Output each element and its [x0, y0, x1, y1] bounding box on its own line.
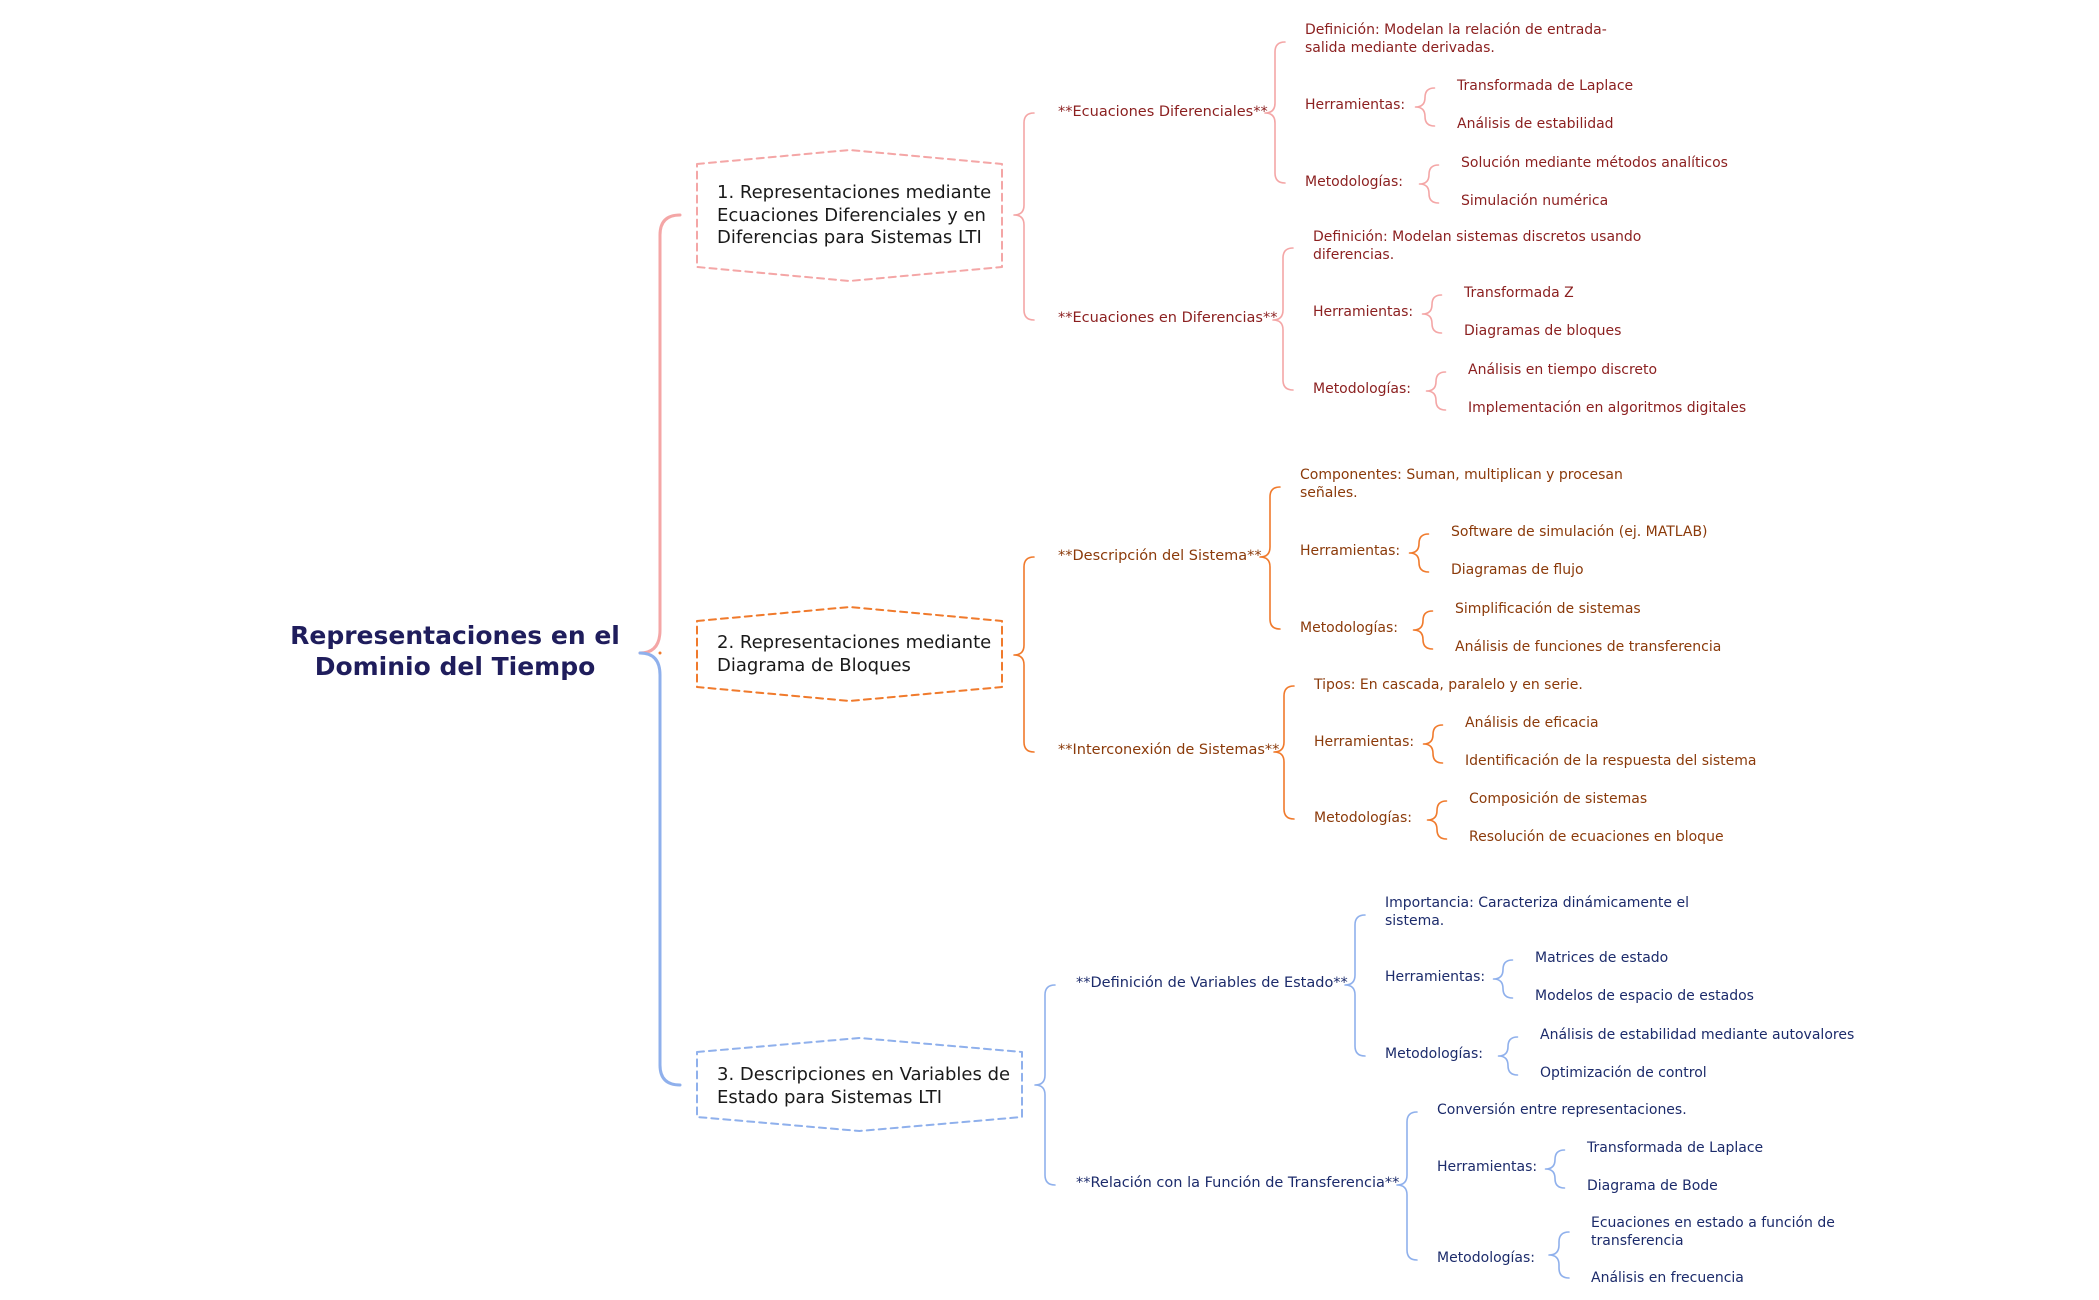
method-item: Análisis de funciones de transferencia [1455, 639, 1722, 655]
tool-item: Análisis de estabilidad [1457, 116, 1614, 132]
tools-label: Herramientas: [1300, 543, 1401, 559]
branch-1-bracket [1013, 112, 1035, 321]
tool-item: Identificación de la respuesta del siste… [1465, 753, 1757, 769]
branch-1-label: 1. Representaciones mediante Ecuaciones … [717, 182, 992, 248]
tool-item: Transformada de Laplace [1457, 78, 1634, 94]
sub-ecuaciones-en-diferencias: **Ecuaciones en Diferencias** [1058, 310, 1278, 326]
sub-bracket [1259, 486, 1281, 630]
tool-item: Modelos de espacio de estados [1535, 988, 1754, 1004]
sub-descripcion-del-sistema: **Descripción del Sistema** [1058, 548, 1262, 564]
branch-3-bracket [1034, 984, 1056, 1186]
methods-label: Metodologías: [1314, 810, 1413, 826]
methods-label: Metodologías: [1385, 1046, 1484, 1062]
branch-3-box [696, 1037, 1023, 1132]
methods-label: Metodologías: [1437, 1250, 1536, 1266]
list-bracket [1497, 1036, 1519, 1076]
definition-text: Tipos: En cascada, paralelo y en serie. [1314, 677, 1583, 693]
root-connector-1 [638, 213, 682, 655]
definition-text: Conversión entre representaciones. [1437, 1102, 1687, 1118]
method-item: Simulación numérica [1461, 193, 1609, 209]
definition-text: Componentes: Suman, multiplican y proces… [1300, 467, 1623, 501]
definition-text: Importancia: Caracteriza dinámicamente e… [1385, 895, 1689, 929]
list-bracket [1421, 294, 1443, 334]
tools-label: Herramientas: [1305, 97, 1406, 113]
methods-label: Metodologías: [1300, 620, 1399, 636]
list-bracket [1492, 959, 1514, 999]
list-bracket [1548, 1231, 1570, 1279]
list-bracket [1414, 87, 1436, 127]
method-item: Optimización de control [1540, 1065, 1707, 1081]
method-item: Implementación en algoritmos digitales [1468, 400, 1747, 416]
tool-item: Matrices de estado [1535, 950, 1669, 966]
sub-bracket [1264, 41, 1286, 184]
sub-interconexion-de-sistemas: **Interconexión de Sistemas** [1058, 742, 1280, 758]
methods-label: Metodologías: [1313, 381, 1412, 397]
tool-item: Transformada Z [1464, 285, 1574, 301]
sub-definicion-de-variables-de-estado: **Definición de Variables de Estado** [1076, 975, 1348, 991]
list-bracket [1544, 1149, 1566, 1189]
list-bracket [1408, 533, 1430, 573]
tool-item: Transformada de Laplace [1587, 1140, 1764, 1156]
methods-label: Metodologías: [1305, 174, 1404, 190]
list-bracket [1418, 164, 1440, 204]
method-item: Composición de sistemas [1469, 791, 1648, 807]
tool-item: Software de simulación (ej. MATLAB) [1451, 524, 1708, 540]
method-item: Ecuaciones en estado a función de transf… [1591, 1215, 1835, 1249]
list-bracket [1412, 610, 1434, 650]
definition-text: Definición: Modelan sistemas discretos u… [1313, 229, 1642, 263]
method-item: Análisis en frecuencia [1591, 1270, 1744, 1286]
tool-item: Diagramas de flujo [1451, 562, 1584, 578]
sub-bracket [1273, 685, 1295, 820]
branch-2-box [696, 606, 1003, 702]
method-item: Análisis de estabilidad mediante autoval… [1540, 1027, 1855, 1043]
root-title: Representaciones en el Dominio del Tiemp… [290, 621, 620, 682]
sub-bracket [1396, 1111, 1418, 1261]
definition-text: Definición: Modelan la relación de entra… [1305, 22, 1607, 56]
method-item: Simplificación de sistemas [1455, 601, 1641, 617]
tools-label: Herramientas: [1437, 1159, 1538, 1175]
method-item: Solución mediante métodos analíticos [1461, 155, 1728, 171]
sub-bracket [1272, 247, 1294, 391]
branch-2-label: 2. Representaciones mediante Diagrama de… [717, 632, 992, 676]
tool-item: Análisis de eficacia [1465, 715, 1599, 731]
list-bracket [1426, 800, 1448, 840]
branch-3-label: 3. Descripciones en Variables de Estado … [717, 1064, 1011, 1108]
method-item: Resolución de ecuaciones en bloque [1469, 829, 1724, 845]
root-connector-3 [638, 651, 682, 1087]
list-bracket [1425, 371, 1447, 411]
branch-2-bracket [1013, 556, 1035, 753]
sub-bracket [1344, 914, 1366, 1057]
tools-label: Herramientas: [1313, 304, 1414, 320]
tools-label: Herramientas: [1314, 734, 1415, 750]
list-bracket [1422, 724, 1444, 764]
tool-item: Diagramas de bloques [1464, 323, 1622, 339]
sub-ecuaciones-diferenciales: **Ecuaciones Diferenciales** [1058, 104, 1268, 120]
tools-label: Herramientas: [1385, 969, 1486, 985]
sub-relacion-con-la-funcion-de-transferencia: **Relación con la Función de Transferenc… [1076, 1175, 1400, 1191]
method-item: Análisis en tiempo discreto [1468, 362, 1658, 378]
branch-1-box [696, 149, 1003, 282]
tool-item: Diagrama de Bode [1587, 1178, 1718, 1194]
